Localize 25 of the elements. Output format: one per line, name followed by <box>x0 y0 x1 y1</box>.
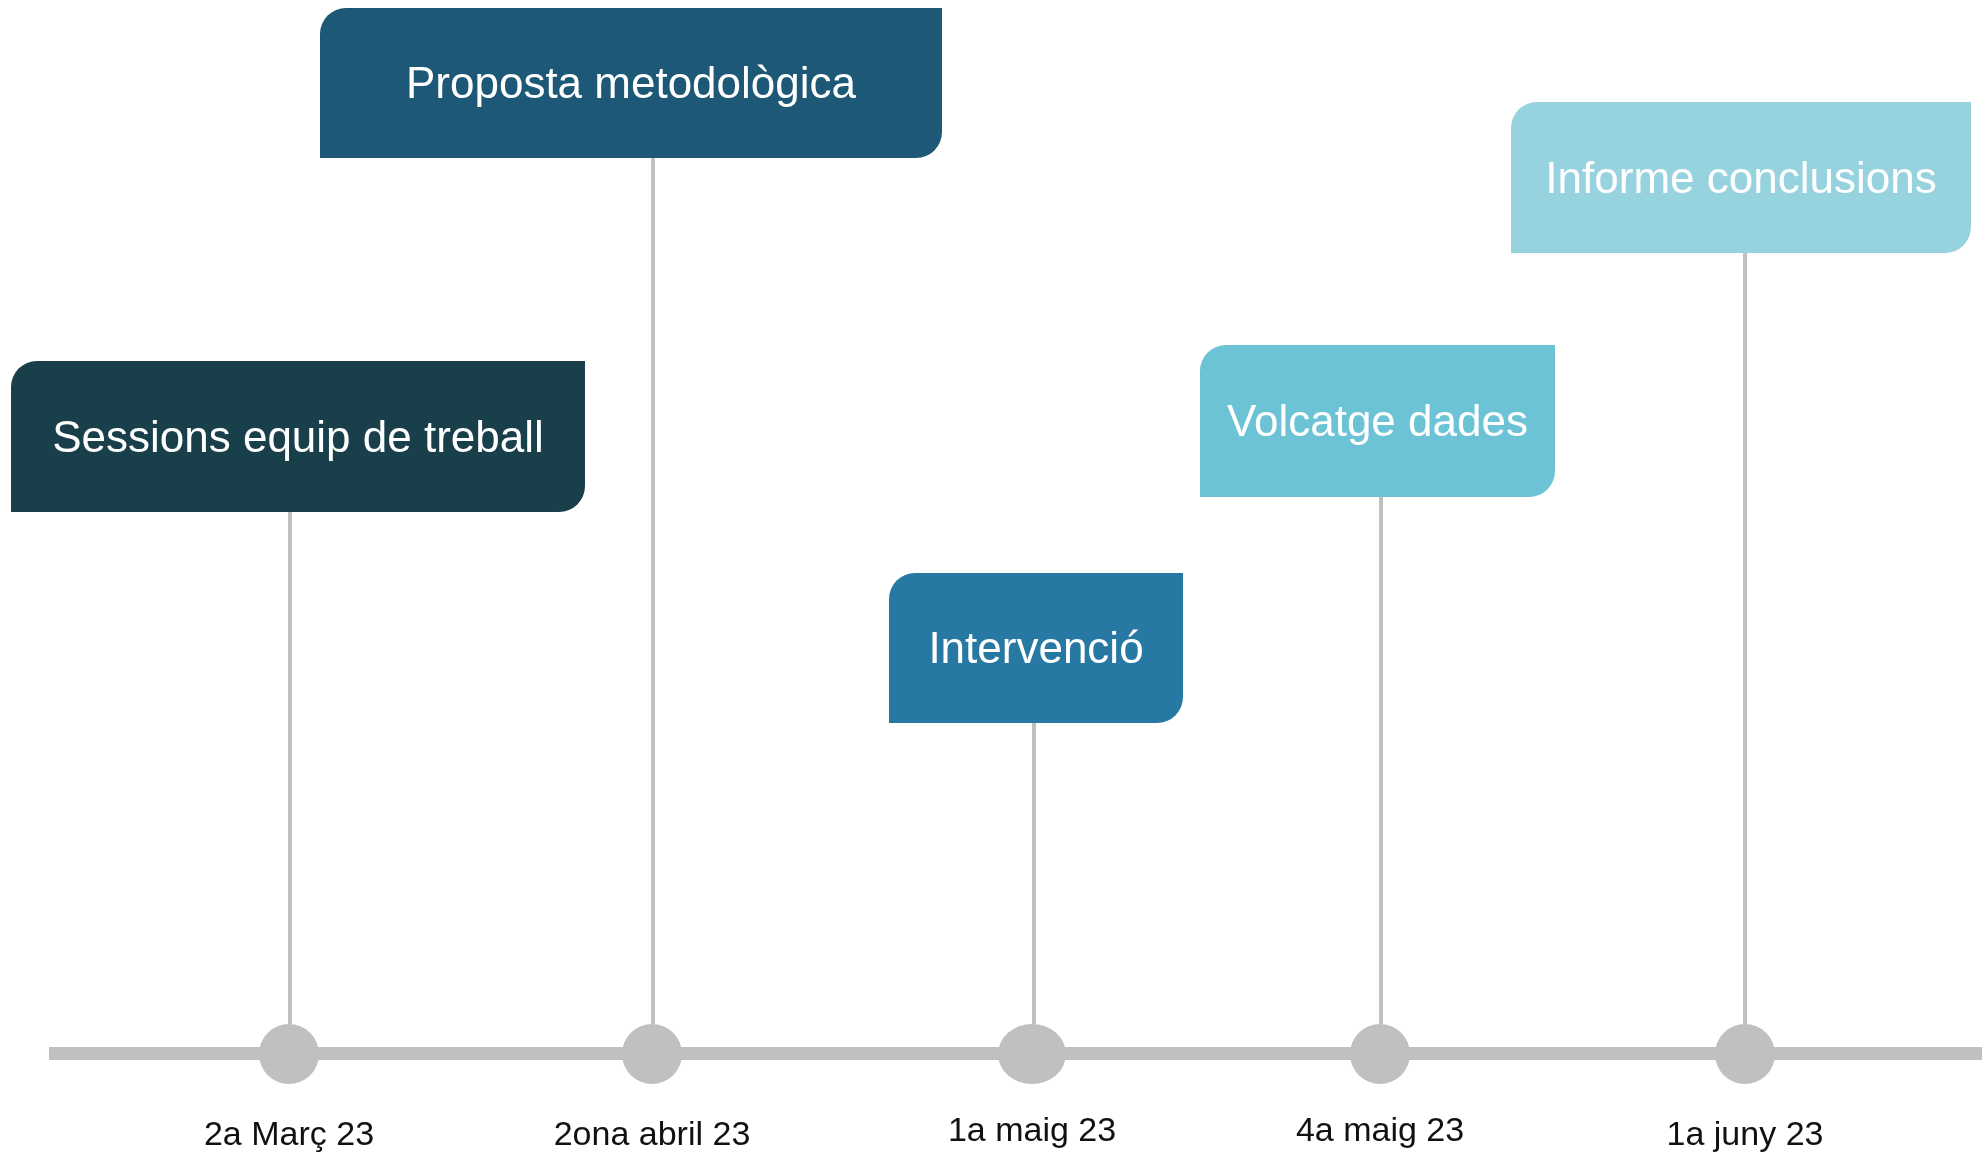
connector-line <box>1379 497 1383 1024</box>
milestone-dot <box>622 1024 682 1084</box>
milestone-dot <box>1350 1024 1410 1084</box>
milestone-box <box>889 573 1183 723</box>
connector-line <box>288 512 292 1024</box>
date-label: 2a Març 23 <box>203 1114 375 1153</box>
date-label: 1a maig 23 <box>947 1110 1117 1149</box>
milestone-title: Informe conclusions <box>1545 152 1937 203</box>
milestone-box <box>11 361 585 512</box>
milestone-title: Proposta metodològica <box>405 58 857 108</box>
milestone-title: Sessions equip de treball <box>52 411 544 462</box>
connector-line <box>1743 253 1747 1024</box>
milestone-box <box>1511 102 1971 253</box>
connector-line <box>651 158 655 1024</box>
date-label: 1a juny 23 <box>1666 1114 1824 1153</box>
milestone-dot <box>1715 1024 1775 1084</box>
milestone-dot <box>259 1024 319 1084</box>
connector-line <box>1032 723 1036 1024</box>
date-label: 4a maig 23 <box>1295 1110 1465 1149</box>
date-label: 2ona abril 23 <box>553 1114 751 1153</box>
milestone-box <box>1200 345 1555 497</box>
milestone-dot <box>998 1024 1066 1084</box>
milestone-title: Intervenció <box>928 623 1144 673</box>
milestone-title: Volcatge dades <box>1227 396 1528 446</box>
milestone-box <box>320 8 942 158</box>
